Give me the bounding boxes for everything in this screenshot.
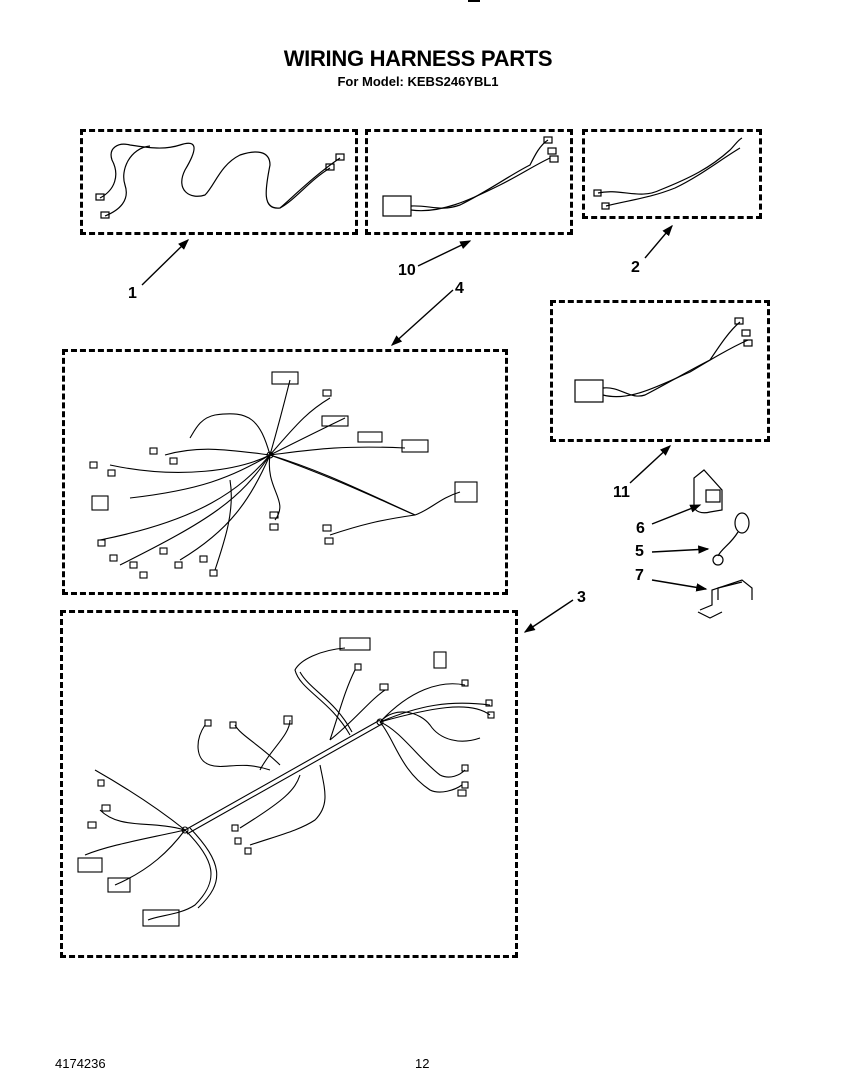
page-title: WIRING HARNESS PARTS xyxy=(283,46,553,71)
page-number: 12 xyxy=(415,1056,430,1071)
model-subtitle: For Model: KEBS246YBL1 xyxy=(337,74,499,89)
callout-2: 2 xyxy=(631,259,640,276)
callout-10: 10 xyxy=(398,262,416,279)
part-box-10 xyxy=(365,129,573,235)
callout-3: 3 xyxy=(577,589,586,606)
callout-6: 6 xyxy=(636,520,645,537)
part-box-3 xyxy=(60,610,518,958)
callout-4: 4 xyxy=(455,280,464,297)
top-registration-mark xyxy=(468,0,480,2)
part-box-1 xyxy=(80,129,358,235)
clip-part-6 xyxy=(693,469,723,514)
tie-part-5 xyxy=(712,512,750,566)
document-number: 4174236 xyxy=(55,1056,106,1071)
bracket-part-7 xyxy=(697,579,753,619)
callout-7: 7 xyxy=(635,567,644,584)
part-box-4 xyxy=(62,349,508,595)
callout-1: 1 xyxy=(128,285,137,302)
callout-5: 5 xyxy=(635,543,644,560)
part-box-2 xyxy=(582,129,762,219)
callout-11: 11 xyxy=(613,484,630,501)
part-box-11 xyxy=(550,300,770,442)
